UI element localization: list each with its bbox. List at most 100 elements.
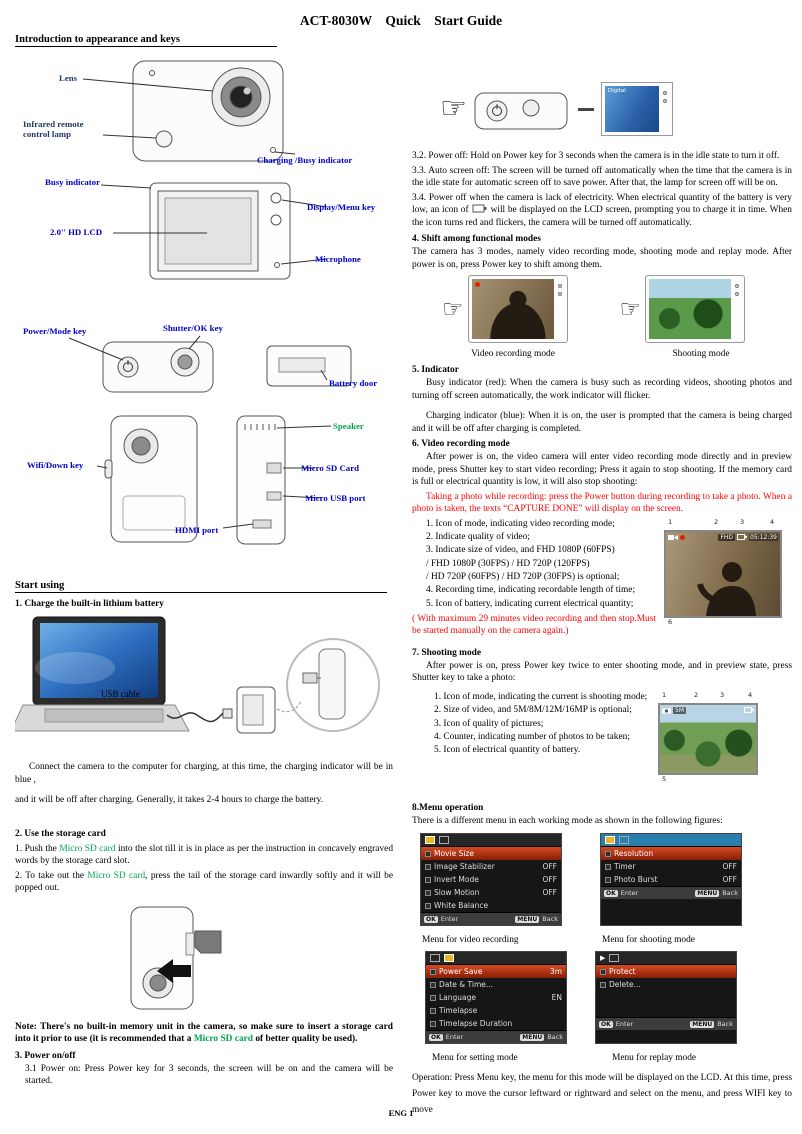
resolution-badge: FHD [718, 533, 736, 541]
menu-tab-camera-icon [605, 836, 615, 845]
menu-item-label: Timelapse [439, 1006, 478, 1016]
power-onoff-title: 3. Power on/off [15, 1050, 76, 1061]
menu-item-icon [425, 889, 431, 896]
menu-item-label: Protect [609, 967, 636, 977]
label-battery-door: Battery door [329, 378, 378, 388]
menu-item-label: Movie Size [434, 849, 474, 859]
menu-header: ▶ [596, 952, 736, 966]
camera-ports-figure: Speaker Wifi/Down key Micro SD Card Micr… [15, 408, 393, 566]
back-label: Back [547, 1033, 563, 1042]
menu-item: Timer OFF [601, 860, 741, 873]
photo-camera-icon [662, 708, 671, 714]
label-lens: Lens [59, 73, 78, 83]
menu-key-badge: MENU [520, 1033, 545, 1041]
display-buttons [733, 279, 741, 339]
camera-front-figure: Lens Infrared remote control lamp Chargi… [15, 53, 393, 173]
menu-item-icon [605, 876, 611, 883]
video-mode-caption: Video recording mode [471, 349, 555, 359]
menu-item-icon [430, 1007, 436, 1014]
menu-item-value: OFF [722, 862, 737, 872]
menu-header [426, 952, 566, 966]
enter-label: Enter [440, 915, 459, 924]
left-column: Introduction to appearance and keys [15, 34, 393, 1090]
menu-item-icon [430, 968, 436, 975]
label-charging-indicator: Charging /Busy indicator [257, 155, 353, 165]
section-6-title: 6. Video recording mode [412, 439, 510, 449]
recording-time: 05:12:39 [749, 533, 778, 541]
menu-item-icon [425, 863, 431, 870]
menu-item-icon [605, 863, 611, 870]
menu-captions-row-1: Menu for video recording Menu for shooti… [412, 935, 792, 945]
menu-item: Timelapse Duration [426, 1017, 566, 1030]
photo-size-badge: 5M [673, 706, 686, 714]
menu-tab-playback-icon: ▶ [600, 954, 606, 963]
menu-tab-settings-icon [444, 954, 454, 963]
section-6-para-1: After power is on, the video camera will… [412, 452, 792, 487]
record-dot-icon [474, 282, 480, 287]
menu-item-label: Timelapse Duration [439, 1019, 513, 1029]
camera-back-figure: Busy indicator Display/Menu key 2.0'' HD… [15, 173, 393, 286]
section-6-red-note-1: Taking a photo while recording: press th… [412, 491, 792, 515]
menu-item-empty [596, 1004, 736, 1017]
label-shutter-ok-key: Shutter/OK key [163, 323, 223, 333]
mini-screen-label: Digital [607, 88, 626, 94]
menu-item: Delete... [596, 978, 736, 991]
menu-tab-settings-icon [439, 836, 449, 845]
label-hdmi-port: HDMI port [175, 525, 219, 535]
menu-header [421, 834, 561, 848]
menu-item-label: Slow Motion [434, 888, 480, 898]
enter-label: Enter [615, 1020, 634, 1029]
enter-label: Enter [620, 889, 639, 898]
usb-cable-label: USB cable [101, 689, 140, 699]
back-label: Back [722, 889, 738, 898]
menu-key-badge: MENU [515, 915, 540, 923]
menu-item-icon [605, 850, 611, 857]
menu-item-icon [430, 981, 436, 988]
menu-video-caption: Menu for video recording [422, 935, 519, 946]
menu-tab-settings-icon [609, 954, 620, 963]
menu-item-label: Timer [614, 862, 636, 872]
menu-item-value: OFF [542, 888, 557, 898]
menu-tab-camera-icon [425, 836, 435, 845]
video-mode-group: ☞ [442, 275, 568, 343]
label-display-menu-key: Display/Menu key [307, 202, 376, 212]
menu-captions-row-2: Menu for setting mode Menu for replay mo… [412, 1053, 792, 1063]
para-3-3: 3.3. Auto screen off: The screen will be… [412, 165, 792, 189]
start-using-heading: Start using [15, 580, 387, 593]
menu-item-label: Photo Burst [614, 875, 658, 885]
storage-paragraph-1: 1. Push the Micro SD card into the slot … [15, 843, 394, 867]
charge-paragraph-2: and it will be off after charging. Gener… [15, 795, 324, 805]
shooting-screen-illustration: 5M [658, 702, 758, 775]
section-4-body: The camera has 3 modes, namely video rec… [412, 247, 792, 270]
section-6-list: 1. Icon of mode, indicating video record… [426, 518, 636, 609]
camera-top-illustration [68, 335, 352, 393]
menu-shoot-caption: Menu for shooting mode [602, 935, 695, 946]
ok-key-badge: OK [604, 889, 618, 897]
menu-item-label: Date & Time... [439, 980, 494, 990]
storage-card-title: 2. Use the storage card [15, 828, 106, 839]
charge-paragraph-1: Connect the camera to the computer for c… [15, 762, 393, 785]
section-5-para-1: Busy indicator (red): When the camera is… [412, 378, 792, 401]
para-3-2: 3.2. Power off: Hold on Power key for 3 … [412, 151, 780, 161]
section-8-para-1: There is a different menu in each workin… [412, 815, 723, 826]
menu-item: Slow Motion OFF [421, 886, 561, 899]
menu-item-label: Image Stabilizer [434, 862, 495, 872]
menu-item: Movie Size [421, 847, 561, 861]
label-hd-lcd: 2.0'' HD LCD [50, 227, 103, 237]
menu-item-icon [425, 902, 431, 909]
section-5-para-2: Charging indicator (blue): When it is on… [412, 411, 792, 434]
menu-item: Protect [596, 965, 736, 979]
section-7-para-1: After power is on, press Power key twice… [412, 660, 792, 684]
intro-heading: Introduction to appearance and keys [15, 34, 277, 47]
callout-number-bottom: 6 [668, 617, 673, 626]
menu-replay-caption: Menu for replay mode [612, 1053, 697, 1064]
menu-item: Date & Time... [426, 978, 566, 991]
mode-captions: Video recording mode Shooting mode [412, 349, 792, 359]
operation-paragraph: Operation: Press Menu key, the menu for … [412, 1073, 792, 1116]
page-title: ACT-8030W Quick Start Guide [299, 13, 503, 28]
charge-battery-title: 1. Charge the built-in lithium battery [15, 599, 164, 609]
